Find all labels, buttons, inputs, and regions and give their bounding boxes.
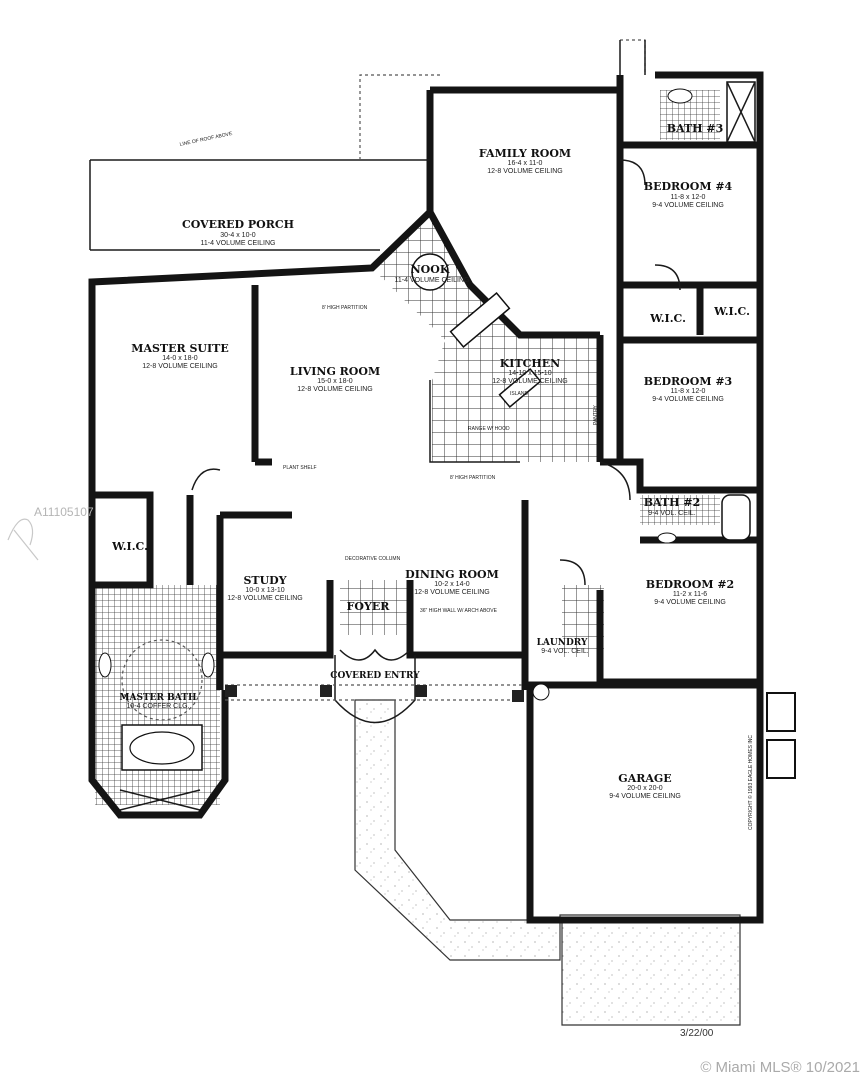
note-roof-line: LINE OF ROOF ABOVE — [179, 131, 233, 148]
svg-text:DINING ROOM: DINING ROOM — [405, 568, 499, 581]
svg-text:GARAGE: GARAGE — [618, 772, 671, 785]
room-label-garage: GARAGE 20-0 x 20-0 9-4 VOLUME CEILING — [609, 772, 681, 800]
exterior-door — [619, 40, 646, 75]
svg-text:11-8 x 12-0: 11-8 x 12-0 — [671, 194, 706, 201]
walls — [88, 71, 764, 924]
room-label-entry: COVERED ENTRY — [330, 671, 420, 681]
svg-text:9-4 VOLUME CEILING: 9-4 VOLUME CEILING — [652, 396, 724, 403]
room-label-bath2: BATH #2 9-4 VOL. CEIL. — [644, 496, 701, 517]
svg-text:10-4 COFFER CLG.: 10-4 COFFER CLG. — [126, 703, 189, 710]
svg-text:12-8 VOLUME CEILING: 12-8 VOLUME CEILING — [487, 168, 562, 175]
svg-text:BEDROOM #3: BEDROOM #3 — [644, 375, 732, 388]
plan-date: 3/22/00 — [680, 1028, 714, 1039]
svg-text:16-4 x 11-0: 16-4 x 11-0 — [508, 160, 543, 167]
door-swings — [191, 159, 681, 661]
svg-text:NOOK: NOOK — [411, 263, 450, 276]
note-partition-2: 8' HIGH PARTITION — [450, 475, 496, 481]
svg-text:COVERED PORCH: COVERED PORCH — [182, 218, 294, 231]
svg-text:9-4 VOL. CEIL.: 9-4 VOL. CEIL. — [648, 510, 696, 517]
svg-text:MASTER SUITE: MASTER SUITE — [131, 342, 228, 355]
room-label-living: LIVING ROOM 15-0 x 18-0 12-8 VOLUME CEIL… — [290, 365, 380, 393]
mls-copyright-footer: © Miami MLS® 10/2021 — [700, 1059, 860, 1076]
svg-text:MASTER BATH: MASTER BATH — [120, 693, 197, 703]
room-label-porch: COVERED PORCH 30-4 x 10-0 11-4 VOLUME CE… — [182, 218, 294, 247]
note-partition-1: 8' HIGH PARTITION — [322, 305, 368, 311]
listing-id-watermark: A11105107 — [34, 505, 94, 519]
svg-text:BEDROOM #4: BEDROOM #4 — [644, 180, 733, 193]
svg-text:9-4 VOLUME CEILING: 9-4 VOLUME CEILING — [652, 202, 724, 209]
bath2-fixtures — [657, 494, 751, 544]
room-label-nook: NOOK 11-4 VOLUME CEILING — [395, 263, 470, 284]
watermark-logo — [7, 518, 39, 561]
note-pantry: PANTRY — [593, 405, 599, 425]
room-label-master-wic: W.I.C. — [111, 540, 148, 553]
kitchen-island — [429, 291, 542, 463]
room-label-dining: DINING ROOM 10-2 x 14-0 12-8 VOLUME CEIL… — [405, 568, 499, 596]
note-range: RANGE W/ HOOD — [468, 426, 510, 432]
room-label-master-bath: MASTER BATH 10-4 COFFER CLG. — [120, 693, 197, 710]
svg-text:14-0 x 18-0: 14-0 x 18-0 — [162, 355, 198, 362]
room-label-laundry: LAUNDRY 9-4 VOL. CEIL. — [537, 638, 589, 655]
room-label-study: STUDY 10-0 x 13-10 12-8 VOLUME CEILING — [227, 574, 302, 602]
room-label-bed3: BEDROOM #3 11-8 x 12-0 9-4 VOLUME CEILIN… — [644, 375, 732, 403]
note-decorative-column: DECORATIVE COLUMN — [345, 556, 401, 562]
svg-text:FAMILY ROOM: FAMILY ROOM — [479, 147, 571, 160]
room-label-family: FAMILY ROOM 16-4 x 11-0 12-8 VOLUME CEIL… — [479, 147, 571, 175]
room-label-master: MASTER SUITE 14-0 x 18-0 12-8 VOLUME CEI… — [131, 342, 228, 370]
svg-text:20-0 x 20-0: 20-0 x 20-0 — [627, 785, 663, 792]
svg-text:12-8 VOLUME CEILING: 12-8 VOLUME CEILING — [142, 363, 217, 370]
note-plant-shelf: PLANT SHELF — [283, 465, 317, 471]
svg-text:9-4 VOL. CEIL.: 9-4 VOL. CEIL. — [541, 648, 589, 655]
room-label-foyer: FOYER — [347, 600, 391, 613]
nook-table — [411, 253, 449, 291]
svg-text:STUDY: STUDY — [243, 574, 286, 587]
svg-text:KITCHEN: KITCHEN — [500, 357, 560, 370]
walkways — [354, 699, 741, 1026]
svg-text:10-0 x 13-10: 10-0 x 13-10 — [245, 587, 284, 594]
porch-outline — [89, 159, 430, 251]
note-high-wall: 36" HIGH WALL W/ ARCH ABOVE — [420, 608, 498, 614]
svg-text:15-0 x 18-0: 15-0 x 18-0 — [317, 378, 353, 385]
master-bath-fixtures — [98, 639, 215, 811]
room-label-bed2: BEDROOM #2 11-2 x 11-6 9-4 VOLUME CEILIN… — [646, 578, 734, 606]
room-label-wic1: W.I.C. — [649, 312, 686, 325]
covered-entry-arch — [225, 655, 525, 724]
svg-text:LIVING ROOM: LIVING ROOM — [290, 365, 380, 378]
svg-text:11-4 VOLUME CEILING: 11-4 VOLUME CEILING — [201, 240, 276, 247]
svg-text:LAUNDRY: LAUNDRY — [537, 638, 588, 648]
roof-line — [359, 39, 646, 160]
svg-text:30-4 x 10-0: 30-4 x 10-0 — [220, 232, 256, 239]
svg-text:12-8 VOLUME CEILING: 12-8 VOLUME CEILING — [414, 589, 489, 596]
svg-text:12-8 VOLUME CEILING: 12-8 VOLUME CEILING — [227, 595, 302, 602]
room-label-bed4: BEDROOM #4 11-8 x 12-0 9-4 VOLUME CEILIN… — [644, 180, 733, 209]
svg-text:11-8 x 12-0: 11-8 x 12-0 — [671, 388, 706, 395]
bath3-fixtures — [667, 81, 756, 143]
room-label-bath3: BATH #3 — [667, 122, 724, 135]
svg-text:BATH #2: BATH #2 — [644, 496, 701, 509]
svg-text:14-10 x 15-10: 14-10 x 15-10 — [508, 370, 551, 377]
note-copyright: COPYRIGHT © 1993 EAGLE HOMES INC — [747, 735, 754, 830]
room-label-wic2: W.I.C. — [713, 305, 750, 318]
svg-text:12-8 VOLUME CEILING: 12-8 VOLUME CEILING — [492, 378, 567, 385]
svg-text:11-2 x 11-6: 11-2 x 11-6 — [673, 591, 707, 598]
svg-text:11-4 VOLUME CEILING: 11-4 VOLUME CEILING — [395, 277, 470, 284]
room-label-kitchen: KITCHEN 14-10 x 15-10 12-8 VOLUME CEILIN… — [492, 357, 567, 385]
svg-text:12-8 VOLUME CEILING: 12-8 VOLUME CEILING — [297, 386, 372, 393]
svg-text:10-2 x 14-0: 10-2 x 14-0 — [434, 581, 470, 588]
ac-units — [532, 683, 796, 779]
note-island: ISLAND — [510, 391, 528, 397]
svg-text:9-4 VOLUME CEILING: 9-4 VOLUME CEILING — [609, 793, 681, 800]
svg-text:9-4 VOLUME CEILING: 9-4 VOLUME CEILING — [654, 599, 726, 606]
svg-text:BEDROOM #2: BEDROOM #2 — [646, 578, 734, 591]
